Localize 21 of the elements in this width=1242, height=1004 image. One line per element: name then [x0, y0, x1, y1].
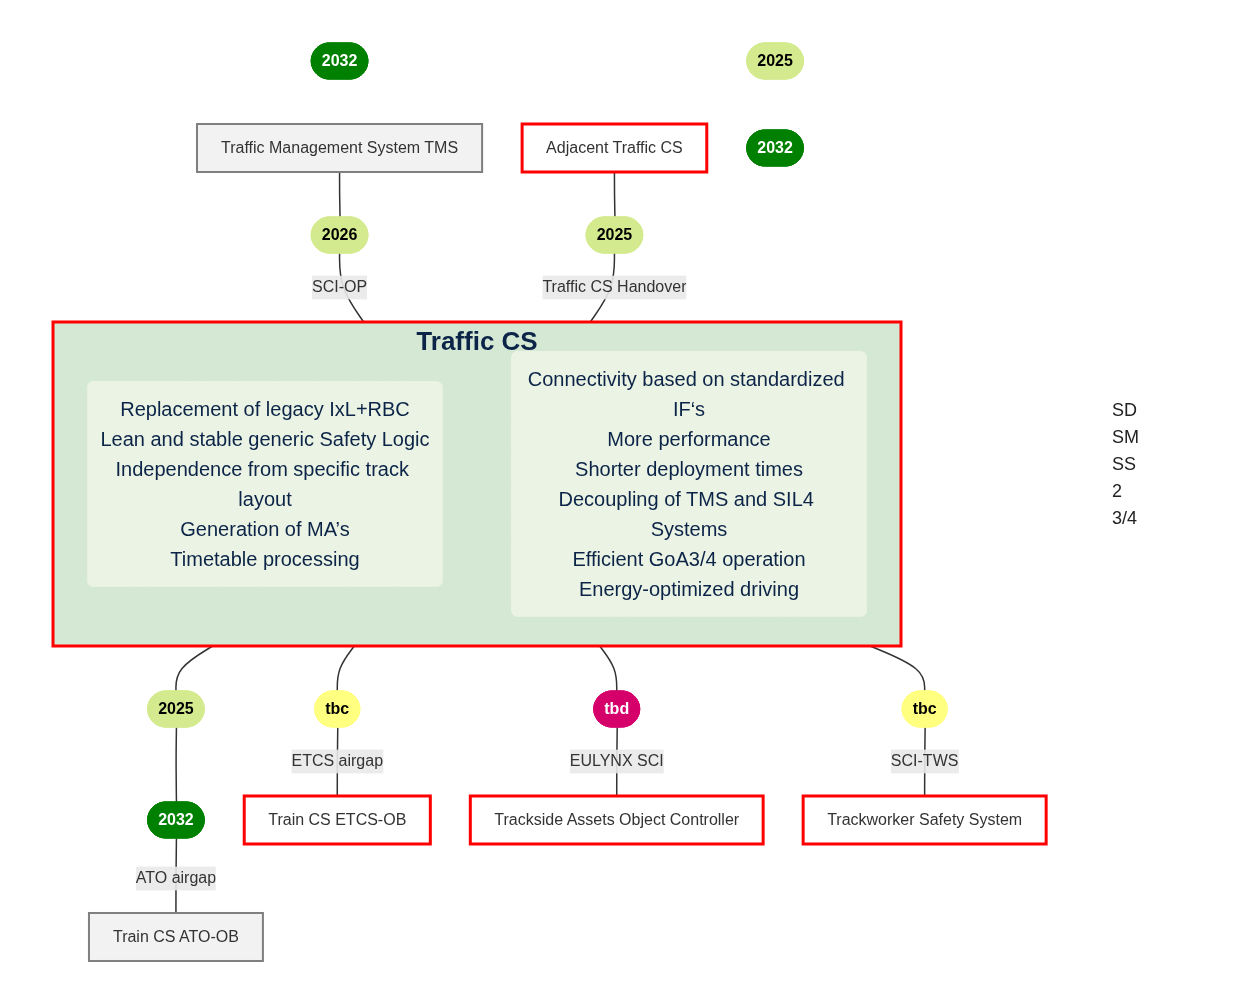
note-text: 2 — [1112, 481, 1123, 502]
connector — [599, 645, 618, 692]
node-box: Train CS ETCS-OB — [243, 794, 433, 846]
edge-label: Traffic CS Handover — [542, 278, 687, 296]
edge-label: ETCS airgap — [291, 752, 384, 770]
node-box: Trackworker Safety System — [802, 794, 1049, 846]
note-text: SS — [1112, 454, 1137, 475]
edge-label: ATO airgap — [136, 869, 217, 887]
node-box: Adjacent Traffic CS — [521, 122, 709, 174]
note-text: SM — [1112, 427, 1140, 448]
edge-label: SCI-TWS — [891, 752, 959, 770]
connector — [175, 645, 214, 692]
node-box: Trackside Assets Object Controller — [469, 794, 766, 846]
connector — [336, 645, 356, 692]
node-box: Train CS ATO-OB — [88, 912, 265, 962]
node-box: Traffic Management System TMS — [196, 123, 484, 173]
edge-label: SCI-OP — [312, 278, 368, 296]
note-text: SD — [1112, 400, 1138, 421]
connector — [339, 171, 342, 219]
edge-label: EULYNX SCI — [570, 752, 665, 770]
note-text: 3/4 — [1112, 508, 1139, 529]
